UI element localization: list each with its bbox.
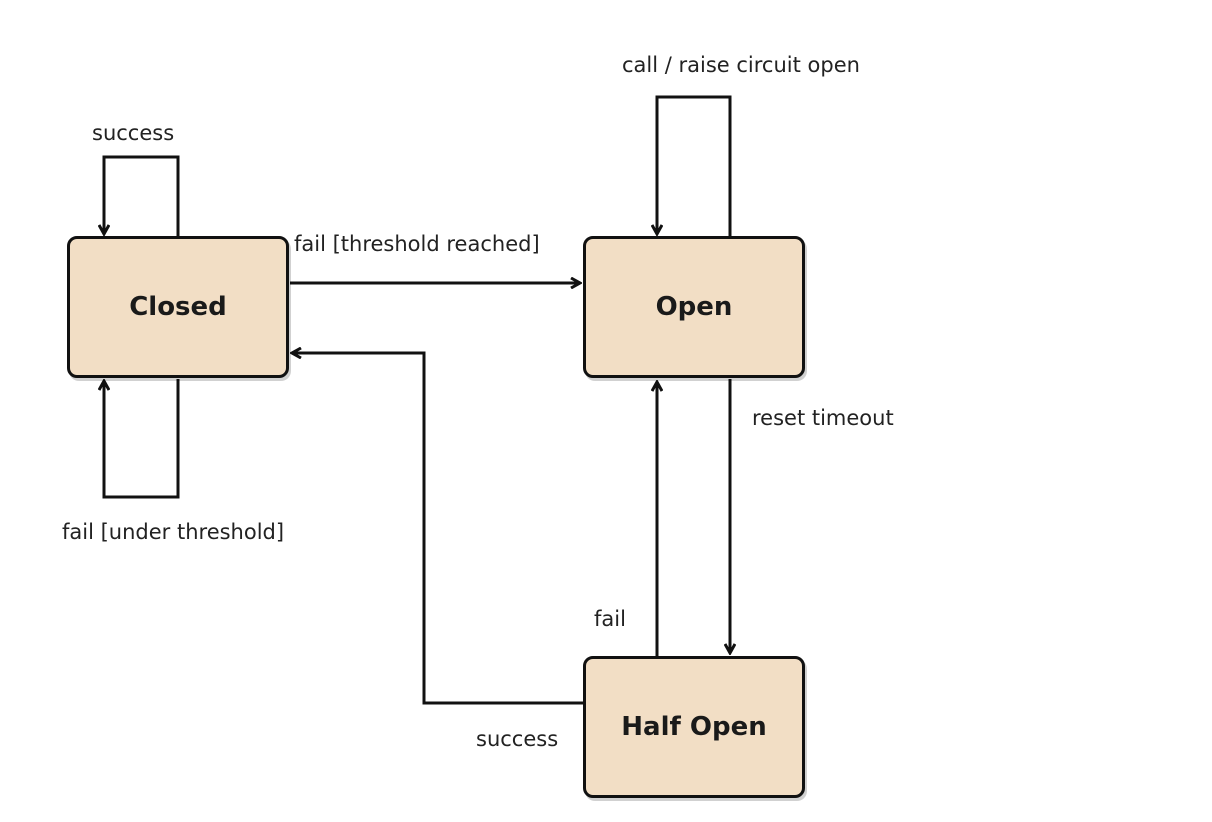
half-open-fail-label: fail [594, 607, 626, 631]
closed-success-label: success [92, 121, 175, 145]
state-half-open-label: Half Open [621, 712, 767, 742]
closed-to-open-label: fail [threshold reached] [294, 232, 540, 256]
state-closed-label: Closed [129, 292, 227, 322]
half-open-to-closed-arrow [292, 353, 584, 705]
closed-success-loop-arrow [104, 155, 180, 236]
open-self-loop-arrow [657, 95, 732, 236]
reset-timeout-label: reset timeout [752, 406, 894, 430]
state-open: Open [583, 236, 805, 378]
closed-fail-under-label: fail [under threshold] [62, 520, 285, 544]
closed-fail-loop-arrow [104, 379, 180, 499]
state-half-open: Half Open [583, 656, 805, 798]
state-open-label: Open [655, 292, 733, 322]
half-open-success-label: success [476, 727, 559, 751]
state-closed: Closed [67, 236, 289, 378]
open-self-loop-label: call / raise circuit open [622, 53, 860, 77]
